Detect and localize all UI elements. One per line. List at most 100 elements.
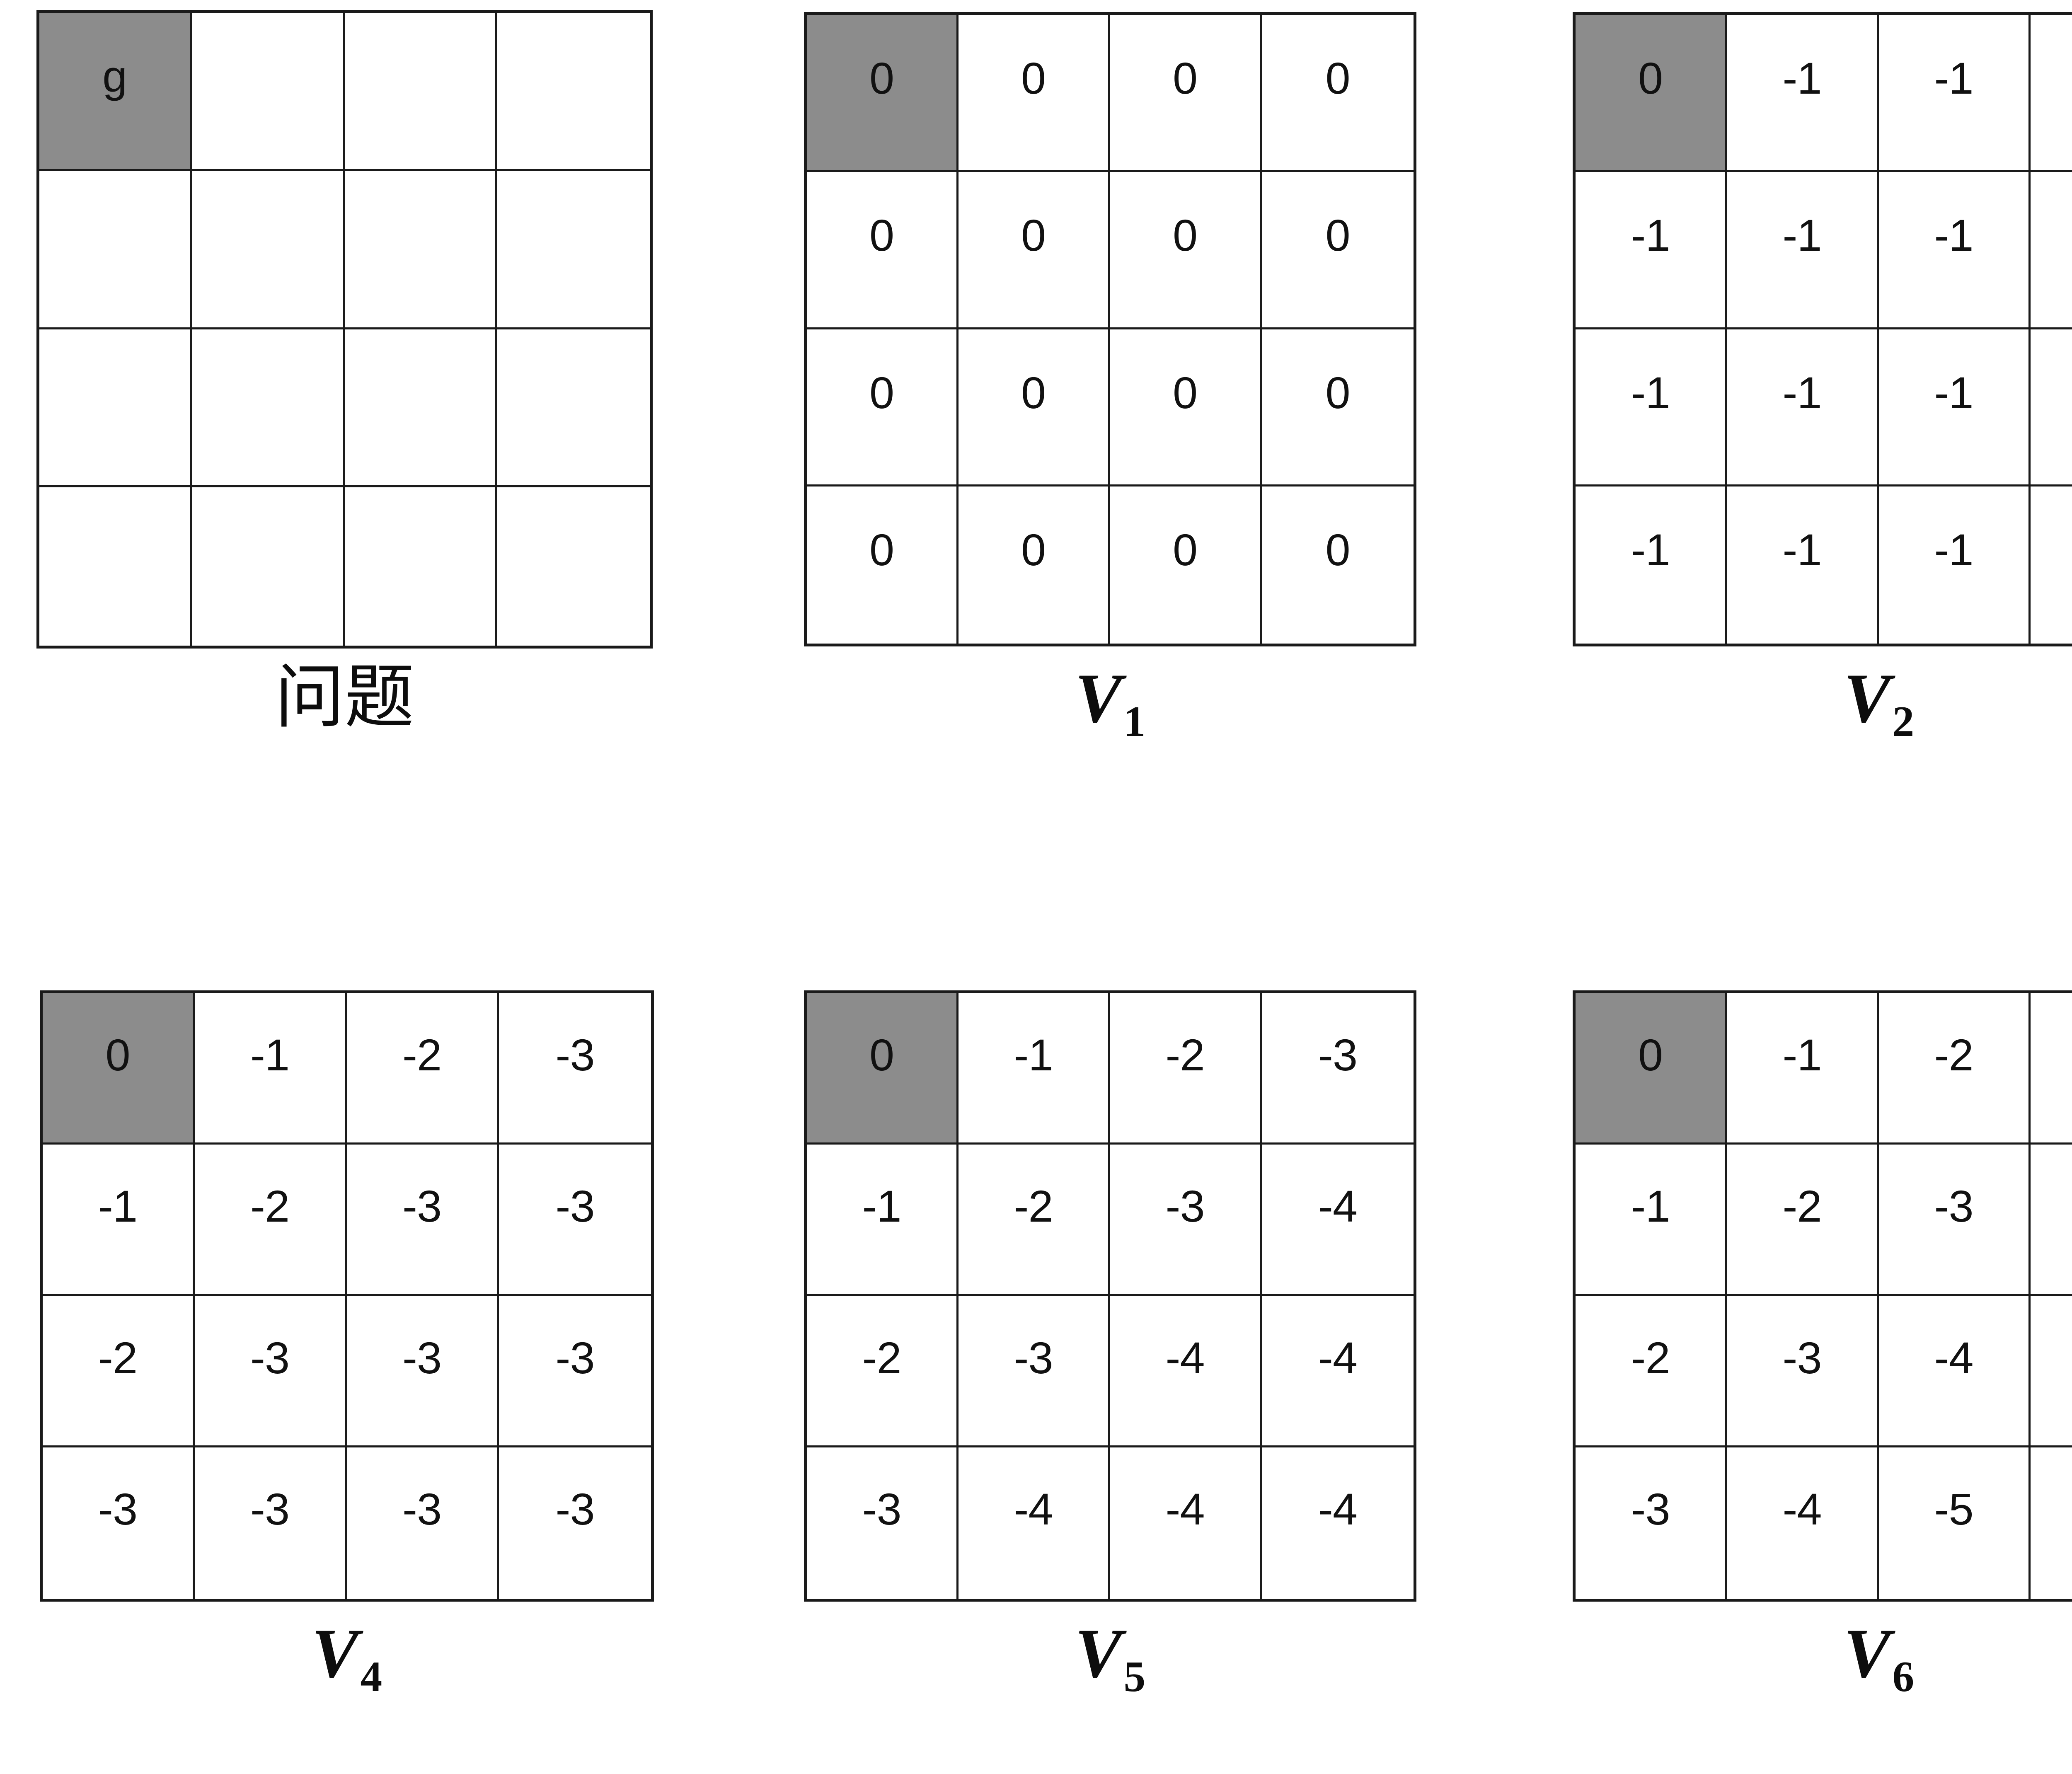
caption-subscript: 1 [1123,697,1146,745]
grid-cell-v4-r3-c2: -3 [347,1447,499,1599]
grid-cell-problem-r1-c2 [344,171,497,329]
cell-value: -1 [250,1030,290,1080]
grid-cell-v6-r1-c0: -1 [1576,1145,1727,1296]
cell-value: -3 [402,1181,442,1232]
cell-value: 0 [1021,210,1046,261]
cell-value: -1 [1782,1030,1822,1080]
caption-subscript: 4 [360,1652,382,1701]
cell-value: -3 [555,1332,595,1383]
cell-value: -1 [1934,524,1973,575]
grid-cell-v2-r1-c0: -1 [1576,172,1727,329]
grid-cell-v1-r1-c1: 0 [959,172,1110,329]
cell-value: 0 [1021,367,1046,418]
grid-cell-v1-r2-c0: 0 [807,329,959,486]
grid-cell-v4-r2-c3: -3 [499,1296,651,1447]
caption-subscript: 6 [1892,1652,1915,1701]
grid-cell-v6-r0-c3: -3 [2031,993,2072,1145]
cell-value: -1 [1934,53,1973,103]
cell-value: -1 [1014,1030,1053,1080]
cell-value: -3 [555,1181,595,1232]
grid-cell-v1-r1-c0: 0 [807,172,959,329]
cell-value: -1 [1934,367,1973,418]
grid-cell-v2-r3-c2: -1 [1879,486,2031,644]
grid-cell-v5-r2-c0: -2 [807,1296,959,1447]
grid-cell-v1-r0-c3: 0 [1262,15,1414,172]
grid-cell-v6-r1-c1: -2 [1727,1145,1879,1296]
grid-cell-v2-r1-c1: -1 [1727,172,1879,329]
cell-value: 0 [105,1030,130,1080]
cell-value: -1 [1631,210,1670,261]
cell-value: -2 [1631,1332,1670,1383]
cell-value: 0 [1172,524,1198,575]
cell-value: 0 [869,524,894,575]
grid-cell-v4-r1-c2: -3 [347,1145,499,1296]
value-grid-panel-v2: 0-1-1-1-1-1-1-1-1-1-1-1-1-1-1-1V2 [1573,12,2072,743]
cell-value: -1 [1631,1181,1670,1232]
shaded-start-cell-v4-r0-c0: 0 [43,993,195,1145]
cell-value: -4 [1782,1484,1822,1534]
grid-cell-v1-r2-c3: 0 [1262,329,1414,486]
cell-value: -2 [1014,1181,1053,1232]
cell-value: -3 [555,1484,595,1534]
grid-cell-v1-r2-c1: 0 [959,329,1110,486]
cell-value: 0 [1172,210,1198,261]
cell-value: -3 [1318,1030,1358,1080]
cell-value: -1 [1782,524,1822,575]
cell-value: -3 [250,1332,290,1383]
cell-value: -3 [1934,1181,1973,1232]
cell-value: -2 [98,1332,138,1383]
grid-cell-v5-r2-c2: -4 [1110,1296,1262,1447]
cell-value: 0 [1638,53,1663,103]
cell-value: -1 [1782,53,1822,103]
cell-value: -1 [862,1181,901,1232]
grid-cell-v4-r0-c3: -3 [499,993,651,1145]
grid-cell-v4-r2-c2: -3 [347,1296,499,1447]
grid-cell-v4-r2-c0: -2 [43,1296,195,1447]
grid-cell-v2-r2-c2: -1 [1879,329,2031,486]
grid-cell-v1-r3-c1: 0 [959,486,1110,644]
grid-cell-v1-r2-c2: 0 [1110,329,1262,486]
cell-value: 0 [869,367,894,418]
grid-cell-v2-r0-c2: -1 [1879,15,2031,172]
cell-value: -1 [98,1181,138,1232]
cell-value: -4 [1318,1484,1358,1534]
caption-symbol: V [1075,1614,1122,1692]
cell-value: -3 [402,1484,442,1534]
grid-cell-v6-r0-c2: -2 [1879,993,2031,1145]
cell-value: -2 [402,1030,442,1080]
grid-cell-problem-r3-c0 [39,487,192,646]
grid-cell-v2-r0-c3: -1 [2031,15,2072,172]
cell-value: 0 [869,210,894,261]
grid-cell-v5-r0-c1: -1 [959,993,1110,1145]
grid-cell-v5-r0-c3: -3 [1262,993,1414,1145]
cell-value: -3 [862,1484,901,1534]
grid-cell-v2-r3-c1: -1 [1727,486,1879,644]
cell-value: 0 [1021,53,1046,103]
grid-cell-problem-r0-c2 [344,13,497,171]
cell-value: 0 [1325,367,1350,418]
grid-cell-v5-r2-c1: -3 [959,1296,1110,1447]
grid-cell-v5-r0-c2: -2 [1110,993,1262,1145]
cell-value: 0 [869,1030,894,1080]
shaded-start-cell-v6-r0-c0: 0 [1576,993,1727,1145]
grid-cell-v6-r3-c3: -5 [2031,1447,2072,1599]
panel-caption-v1: V1 [804,663,1416,743]
shaded-start-cell-problem-r0-c0: g [39,13,192,171]
grid-cell-v4-r3-c1: -3 [195,1447,347,1599]
grid-cell-v5-r3-c0: -3 [807,1447,959,1599]
cell-value: -2 [1782,1181,1822,1232]
shaded-start-cell-v2-r0-c0: 0 [1576,15,1727,172]
cell-value: 0 [1172,367,1198,418]
grid-cell-v2-r3-c0: -1 [1576,486,1727,644]
grid-cell-v6-r3-c2: -5 [1879,1447,2031,1599]
cell-value: -3 [402,1332,442,1383]
cell-value: -2 [1165,1030,1205,1080]
shaded-start-cell-v5-r0-c0: 0 [807,993,959,1145]
cell-value: -4 [1318,1181,1358,1232]
grid-v6: 0-1-2-3-1-2-3-4-2-3-4-5-3-4-5-5 [1573,990,2072,1602]
cell-value: -2 [250,1181,290,1232]
cell-value: -4 [1934,1332,1973,1383]
grid-cell-v4-r0-c2: -2 [347,993,499,1145]
panel-caption-v4: V4 [40,1618,654,1698]
